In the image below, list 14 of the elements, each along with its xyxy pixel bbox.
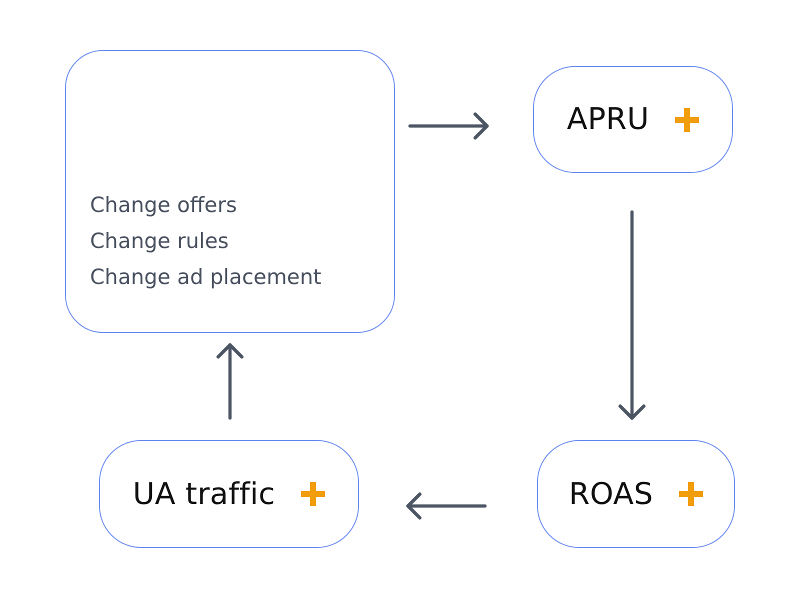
arrow [408,112,489,140]
arrow [618,210,646,420]
action-text: Change offers [90,192,238,219]
action-text: Change ad placement [90,264,322,291]
metric-card [99,440,359,548]
arrow [406,492,487,520]
action-text: Change rules [90,228,230,255]
action-card [65,50,395,333]
arrow [216,343,244,420]
metric-label: APRU [566,102,650,137]
metric-label: UA traffic [132,476,276,512]
metric-label: ROAS [568,476,654,512]
metric-card [533,66,733,173]
metric-card [537,440,735,548]
